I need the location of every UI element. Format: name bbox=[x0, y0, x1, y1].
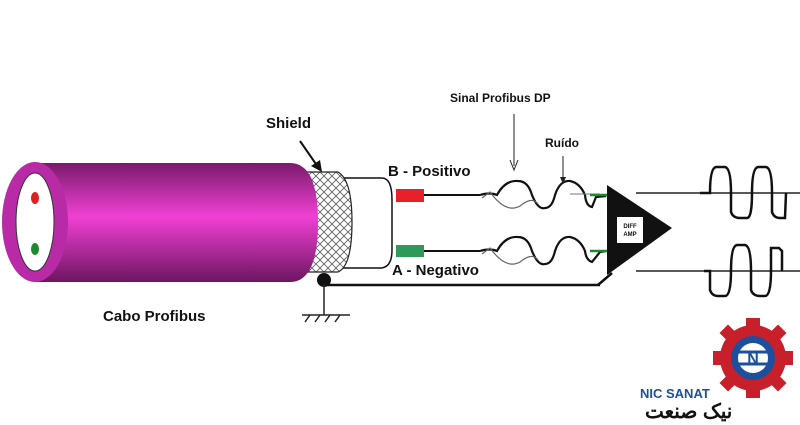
core-dot-b bbox=[31, 192, 39, 204]
nic-sanat-logo: N NIC SANAT نیک صنعت bbox=[640, 318, 793, 423]
a-wire-green bbox=[396, 245, 424, 257]
logo-latin-text: NIC SANAT bbox=[640, 386, 710, 401]
b-wire-label: B - Positivo bbox=[388, 163, 471, 180]
cable-label: Cabo Profibus bbox=[103, 308, 206, 325]
signal-arrow bbox=[509, 114, 519, 172]
ground-icon bbox=[302, 314, 350, 323]
b-wire-red bbox=[396, 189, 424, 202]
cable-core bbox=[15, 172, 55, 272]
diff-amp-label-box bbox=[617, 217, 643, 243]
logo-emblem-letter: N bbox=[747, 351, 759, 368]
drain-to-amp bbox=[597, 272, 613, 286]
noise-label: Ruído bbox=[545, 136, 579, 150]
signal-label: Sinal Profibus DP bbox=[450, 91, 551, 105]
output-wave-top bbox=[700, 165, 788, 220]
noise-arrow bbox=[560, 156, 566, 184]
core-dot-a bbox=[31, 243, 39, 255]
signal-a-noisy bbox=[479, 235, 607, 266]
shield-label: Shield bbox=[266, 115, 311, 132]
amp-label-line1: DIFF bbox=[623, 224, 637, 230]
amp-label-line2: AMP bbox=[623, 232, 636, 238]
output-wave-bottom bbox=[704, 243, 784, 298]
logo-persian-text: نیک صنعت bbox=[645, 401, 732, 423]
signal-b-noisy bbox=[479, 179, 607, 210]
cable-body bbox=[35, 163, 318, 282]
shield-junction-dot bbox=[317, 273, 331, 287]
shield-arrow bbox=[299, 140, 322, 172]
a-wire-label: A - Negativo bbox=[392, 262, 479, 279]
